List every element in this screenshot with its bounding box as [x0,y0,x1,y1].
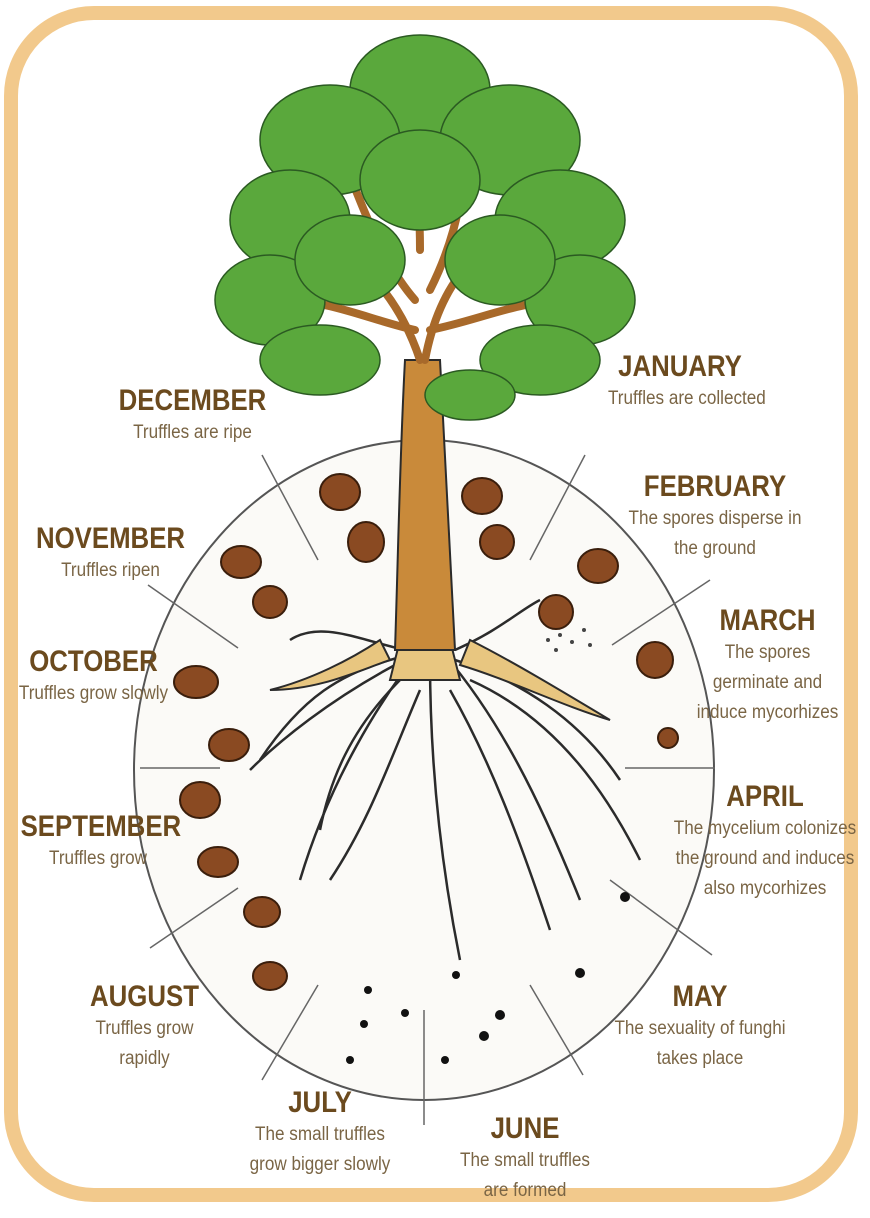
month-desc: The small truffles [440,1146,611,1176]
month-desc: Truffles are ripe [109,418,276,448]
month-name: APRIL [675,780,856,814]
month-desc: Truffles grow [70,1014,219,1044]
month-name: SEPTEMBER [21,810,176,844]
month-desc: also mycorhizes [671,874,860,904]
truffle [480,525,514,559]
month-desc: The mycelium colonizes [671,814,860,844]
truffle [221,546,261,578]
label-november: NOVEMBER Truffles ripen [18,522,203,586]
month-name: OCTOBER [18,645,169,679]
month-desc: The small truffles [235,1120,406,1150]
truffle [658,728,678,748]
label-september: SEPTEMBER Truffles grow [8,810,188,874]
label-may: MAY The sexuality of funghi takes place [595,980,805,1074]
truffle [462,478,502,514]
label-june: JUNE The small truffles are formed [430,1112,620,1206]
month-name: JULY [238,1086,401,1120]
month-name: AUGUST [74,980,216,1014]
month-name: FEBRUARY [616,470,814,504]
month-desc: the ground [612,534,819,564]
truffle [320,474,360,510]
truffle [209,729,249,761]
label-october: OCTOBER Truffles grow slowly [6,645,181,709]
month-desc: are formed [440,1176,611,1206]
month-desc: Truffles grow slowly [15,679,173,709]
month-desc: Truffles are collected [608,384,752,414]
month-name: JANUARY [611,350,749,384]
month-desc: rapidly [70,1044,219,1074]
month-desc: The spores [689,638,847,668]
truffle [253,962,287,990]
label-february: FEBRUARY The spores disperse in the grou… [600,470,830,564]
month-desc: The spores disperse in [612,504,819,534]
label-march: MARCH The spores germinate and induce my… [680,604,855,728]
month-name: MARCH [692,604,843,638]
month-name: DECEMBER [113,384,272,418]
label-july: JULY The small truffles grow bigger slow… [225,1086,415,1180]
month-name: MAY [610,980,791,1014]
truffle [198,847,238,877]
month-desc: The sexuality of funghi [606,1014,795,1044]
truffle [539,595,573,629]
month-desc: takes place [606,1044,795,1074]
label-december: DECEMBER Truffles are ripe [100,384,285,448]
truffle [348,522,384,562]
month-name: JUNE [443,1112,606,1146]
truffle [244,897,280,927]
truffle [253,586,287,618]
month-desc: germinate and [689,668,847,698]
month-desc: induce mycorhizes [689,698,847,728]
month-desc: Truffles ripen [27,556,194,586]
month-desc: grow bigger slowly [235,1150,406,1180]
month-name: NOVEMBER [31,522,190,556]
truffle [637,642,673,678]
label-january: JANUARY Truffles are collected [600,350,760,414]
label-april: APRIL The mycelium colonizes the ground … [660,780,870,904]
label-august: AUGUST Truffles grow rapidly [62,980,227,1074]
month-desc: Truffles grow [17,844,179,874]
month-desc: the ground and induces [671,844,860,874]
